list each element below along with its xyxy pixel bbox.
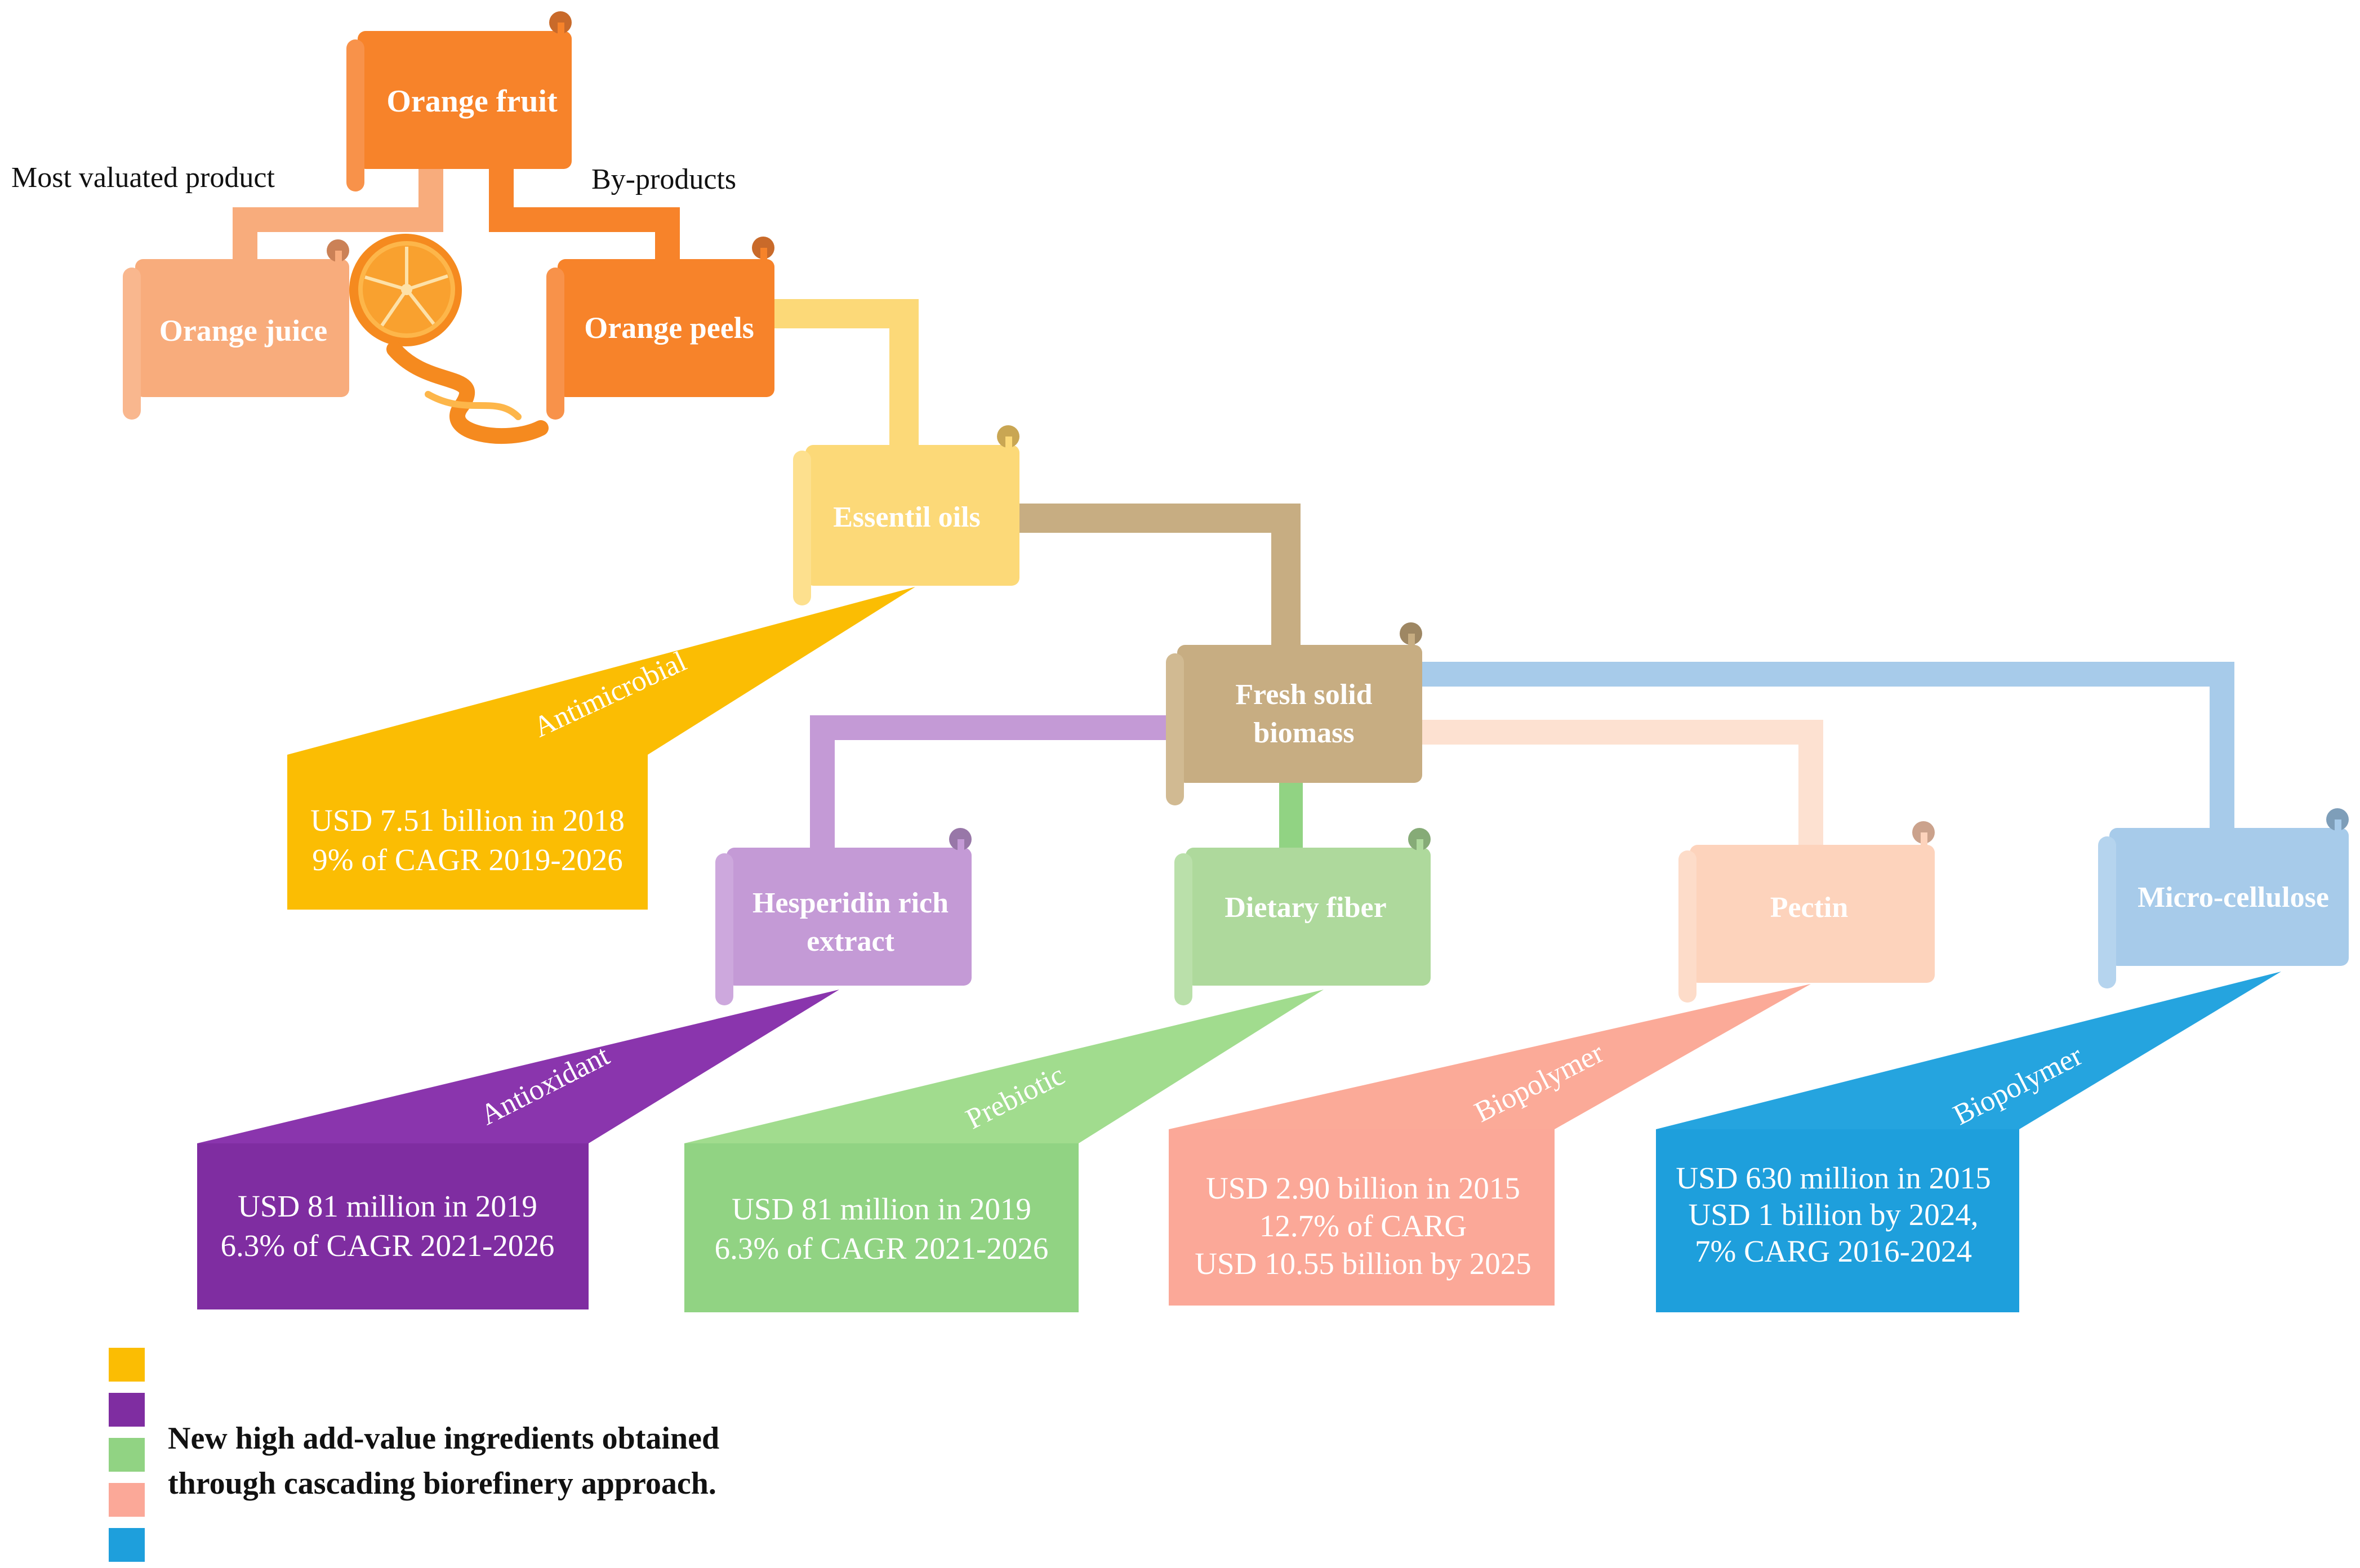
orange-peels-label: Orange peels bbox=[584, 311, 754, 345]
prebiotic-line-2: 6.3% of CAGR 2021-2026 bbox=[715, 1231, 1049, 1266]
orange-fruit-label: Orange fruit bbox=[386, 84, 558, 119]
connector-biomass-cellulose bbox=[1417, 662, 2234, 832]
most-valuated-label: Most valuated product bbox=[11, 162, 275, 194]
connector-biomass-hesperidin bbox=[810, 715, 1169, 859]
prebiotic-info: USD 81 million in 2019 6.3% of CAGR 2021… bbox=[715, 1192, 1049, 1266]
node-orange-juice: Orange juice bbox=[123, 239, 349, 420]
biopolymer-pectin-line-2: 12.7% of CARG bbox=[1259, 1209, 1467, 1243]
pectin-label: Pectin bbox=[1770, 892, 1849, 924]
info-banners bbox=[197, 587, 2281, 1312]
connector-oils-biomass bbox=[1019, 504, 1301, 651]
biopolymer-pectin-info: USD 2.90 billion in 2015 12.7% of CARG U… bbox=[1195, 1171, 1531, 1281]
fresh-biomass-label-line-2: biomass bbox=[1253, 717, 1354, 749]
micro-cellulose-label: Micro-cellulose bbox=[2138, 881, 2329, 914]
by-products-label: By-products bbox=[591, 163, 736, 195]
essential-oils-label: Essentil oils bbox=[833, 501, 981, 533]
antioxidant-line-2: 6.3% of CAGR 2021-2026 bbox=[221, 1228, 555, 1263]
antioxidant-line-1: USD 81 million in 2019 bbox=[238, 1189, 537, 1223]
antioxidant-info: USD 81 million in 2019 6.3% of CAGR 2021… bbox=[221, 1189, 555, 1263]
orange-slice-icon bbox=[349, 234, 549, 444]
connector-fruit-juice bbox=[233, 163, 443, 265]
orange-juice-label: Orange juice bbox=[159, 314, 327, 348]
antioxidant-banner bbox=[197, 990, 839, 1309]
legend: New high add-value ingredients obtained … bbox=[109, 1348, 719, 1562]
node-dietary-fiber: Dietary fiber bbox=[1174, 828, 1431, 1005]
legend-swatch-purple bbox=[109, 1393, 145, 1427]
fresh-biomass-label-line-1: Fresh solid bbox=[1235, 679, 1372, 711]
legend-swatch-salmon bbox=[109, 1483, 145, 1517]
hesperidin-label-line-2: extract bbox=[807, 925, 895, 957]
antimicrobial-banner bbox=[287, 587, 915, 910]
biopolymer-cellulose-line-2: USD 1 billion by 2024, bbox=[1689, 1197, 1979, 1232]
dietary-fiber-label: Dietary fiber bbox=[1224, 892, 1386, 924]
antimicrobial-info: USD 7.51 billion in 2018 9% of CAGR 2019… bbox=[310, 803, 625, 877]
node-hesperidin: Hesperidin rich extract bbox=[715, 828, 972, 1005]
biopolymer-pectin-line-1: USD 2.90 billion in 2015 bbox=[1206, 1171, 1520, 1205]
legend-text-line-2: through cascading biorefinery approach. bbox=[168, 1466, 716, 1501]
connectors bbox=[233, 163, 2234, 859]
legend-swatch-blue bbox=[109, 1528, 145, 1562]
biopolymer-cellulose-line-3: 7% CARG 2016-2024 bbox=[1695, 1234, 1972, 1268]
connector-peels-oils bbox=[774, 299, 919, 451]
node-fresh-biomass: Fresh solid biomass bbox=[1166, 622, 1422, 805]
biopolymer-cellulose-info: USD 630 million in 2015 USD 1 billion by… bbox=[1676, 1161, 1991, 1268]
biopolymer-pectin-banner bbox=[1169, 984, 1811, 1306]
prebiotic-line-1: USD 81 million in 2019 bbox=[732, 1192, 1031, 1226]
connector-fruit-peels bbox=[489, 163, 680, 265]
node-orange-peels: Orange peels bbox=[546, 237, 774, 420]
antimicrobial-line-2: 9% of CAGR 2019-2026 bbox=[312, 843, 623, 877]
legend-swatch-green bbox=[109, 1438, 145, 1472]
node-orange-fruit: Orange fruit bbox=[346, 11, 572, 191]
legend-swatch-gold bbox=[109, 1348, 145, 1382]
node-pectin: Pectin bbox=[1678, 821, 1935, 1003]
antimicrobial-line-1: USD 7.51 billion in 2018 bbox=[310, 803, 625, 838]
biopolymer-cellulose-banner bbox=[1656, 972, 2281, 1312]
connector-biomass-pectin bbox=[1417, 720, 1823, 848]
node-micro-cellulose: Micro-cellulose bbox=[2098, 808, 2349, 988]
hesperidin-label-line-1: Hesperidin rich bbox=[752, 887, 949, 919]
biopolymer-pectin-line-3: USD 10.55 billion by 2025 bbox=[1195, 1246, 1531, 1281]
node-essential-oils: Essentil oils bbox=[793, 425, 1019, 605]
legend-text-line-1: New high add-value ingredients obtained bbox=[168, 1421, 719, 1456]
prebiotic-banner bbox=[684, 990, 1324, 1312]
biopolymer-cellulose-line-1: USD 630 million in 2015 bbox=[1676, 1161, 1991, 1195]
